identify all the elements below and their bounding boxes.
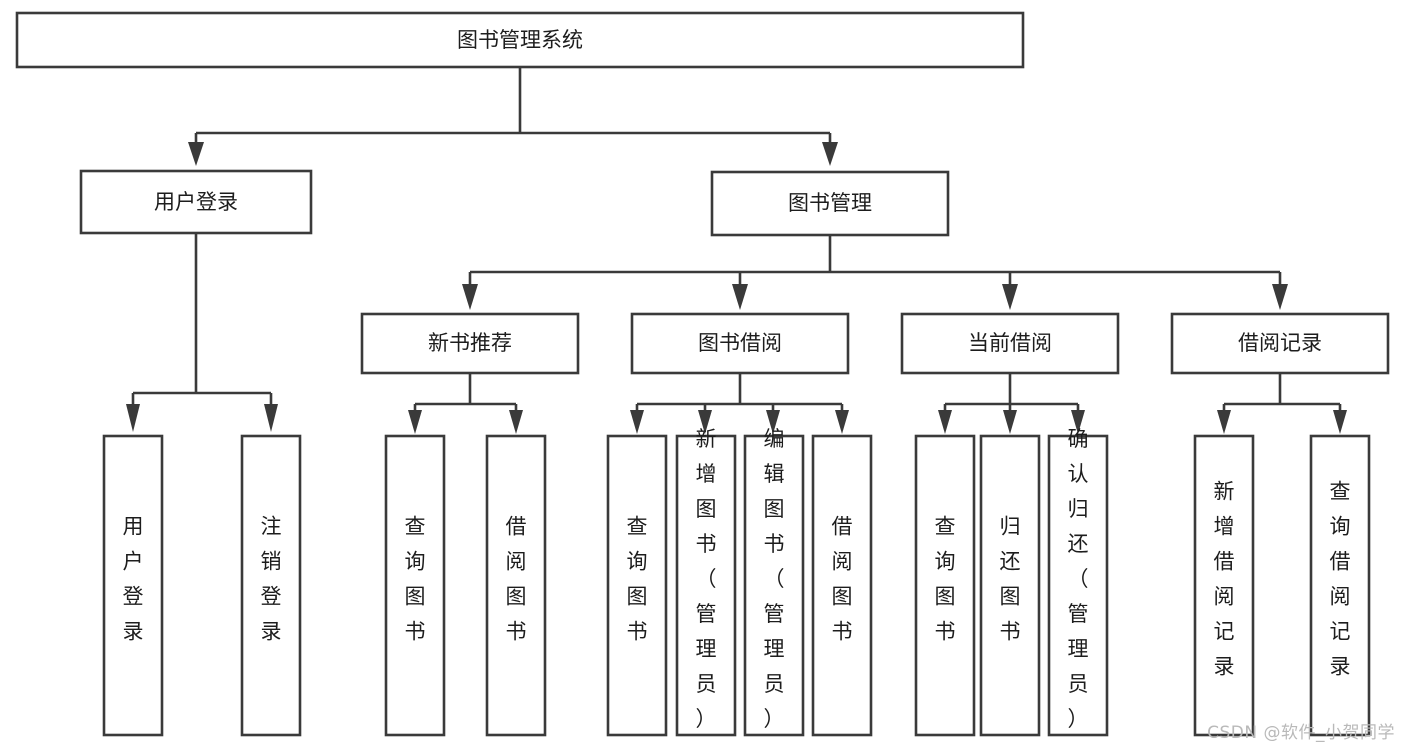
leaf-return-book-label: 归还图书 <box>1000 515 1021 644</box>
leaf-confirm-return-label: 确认归还（管理员） <box>1068 427 1089 731</box>
arrow-head-book-borrow <box>732 284 748 310</box>
arrow-head-leaf-edit-book <box>766 410 780 434</box>
leaf-add-book-box[interactable] <box>675 434 737 737</box>
leaf-query-borrow-record-label: 查询借阅记录 <box>1330 480 1351 679</box>
leaf-user-logout-label: 注销登录 <box>261 515 282 644</box>
leaf-query-book-borrow-label: 查询图书 <box>627 515 648 644</box>
leaf-user-logout-box[interactable] <box>240 434 302 737</box>
node-book-management-box[interactable] <box>710 170 950 237</box>
leaf-query-book-borrow-box[interactable] <box>606 434 668 737</box>
node-current-borrow-label: 当前借阅 <box>968 331 1052 355</box>
leaf-borrow-book-label: 借阅图书 <box>832 515 853 644</box>
arrow-head-current-borrow <box>1002 284 1018 310</box>
leaf-return-book-box[interactable] <box>979 434 1041 737</box>
leaf-query-book-recommend-label: 查询图书 <box>405 515 426 644</box>
node-book-borrow[interactable]: 图书借阅 <box>630 312 850 375</box>
leaf-borrow-book-recommend-box[interactable] <box>485 434 547 737</box>
arrow-head-leaf-borrow-book-recommend <box>509 410 523 434</box>
leaf-query-borrow-record-box[interactable] <box>1309 434 1371 737</box>
leaf-add-book-label: 新增图书（管理员） <box>696 427 717 731</box>
node-user-login-label: 用户登录 <box>154 190 238 214</box>
node-user-login-box[interactable] <box>79 169 313 235</box>
arrow-head-leaf-query-borrow-record <box>1333 410 1347 434</box>
leaf-edit-book-label: 编辑图书（管理员） <box>764 427 785 731</box>
node-book-management-label: 图书管理 <box>788 191 872 215</box>
node-borrow-record-box[interactable] <box>1170 312 1390 375</box>
arrow-head-book-management <box>822 142 838 166</box>
leaf-borrow-book-recommend-label: 借阅图书 <box>506 515 527 644</box>
node-new-book-recommend[interactable]: 新书推荐 <box>360 312 580 375</box>
leaf-edit-book-box[interactable] <box>743 434 805 737</box>
node-borrow-record[interactable]: 借阅记录 <box>1170 312 1390 375</box>
leaf-confirm-return-box[interactable] <box>1047 434 1109 737</box>
arrow-head-borrow-record <box>1272 284 1288 310</box>
arrow-head-user-login <box>188 142 204 166</box>
arrow-head-leaf-query-book-current <box>938 410 952 434</box>
arrow-head-leaf-add-book <box>698 410 712 434</box>
arrow-head-leaf-user-login <box>126 404 140 432</box>
arrow-head-leaf-borrow-book <box>835 410 849 434</box>
leaf-layer <box>102 434 1371 737</box>
leaf-add-borrow-record-box[interactable] <box>1193 434 1255 737</box>
arrow-head-leaf-user-logout <box>264 404 278 432</box>
arrow-head-leaf-return-book <box>1003 410 1017 434</box>
node-book-borrow-label: 图书借阅 <box>698 331 782 355</box>
leaf-add-borrow-record-label: 新增借阅记录 <box>1214 480 1235 679</box>
node-new-book-recommend-label: 新书推荐 <box>428 331 512 355</box>
node-book-borrow-box[interactable] <box>630 312 850 375</box>
leaf-query-book-current-box[interactable] <box>914 434 976 737</box>
arrow-head-leaf-query-book-borrow <box>630 410 644 434</box>
leaf-label-layer: 用户登录 注销登录 查询图书 借阅图书 查询图书 新增图书（管理员） 编辑图书（… <box>123 427 1351 731</box>
node-book-management[interactable]: 图书管理 <box>710 170 950 237</box>
arrow-head-leaf-add-borrow-record <box>1217 410 1231 434</box>
node-current-borrow-box[interactable] <box>900 312 1120 375</box>
node-current-borrow[interactable]: 当前借阅 <box>900 312 1120 375</box>
node-new-book-recommend-box[interactable] <box>360 312 580 375</box>
node-user-login[interactable]: 用户登录 <box>79 169 313 235</box>
leaf-query-book-current-label: 查询图书 <box>935 515 956 644</box>
leaf-borrow-book-box[interactable] <box>811 434 873 737</box>
connector-layer <box>126 67 1347 434</box>
arrow-head-leaf-query-book-recommend <box>408 410 422 434</box>
leaf-query-book-recommend-box[interactable] <box>384 434 446 737</box>
node-root[interactable]: 图书管理系统 <box>15 11 1025 69</box>
arrow-head-new-book-recommend <box>462 284 478 310</box>
leaf-user-login-label: 用户登录 <box>123 515 144 644</box>
node-root-box[interactable] <box>15 11 1025 69</box>
leaf-user-login-box[interactable] <box>102 434 164 737</box>
arrow-head-leaf-confirm-return <box>1071 410 1085 434</box>
node-borrow-record-label: 借阅记录 <box>1238 331 1322 355</box>
node-root-label: 图书管理系统 <box>457 28 583 52</box>
